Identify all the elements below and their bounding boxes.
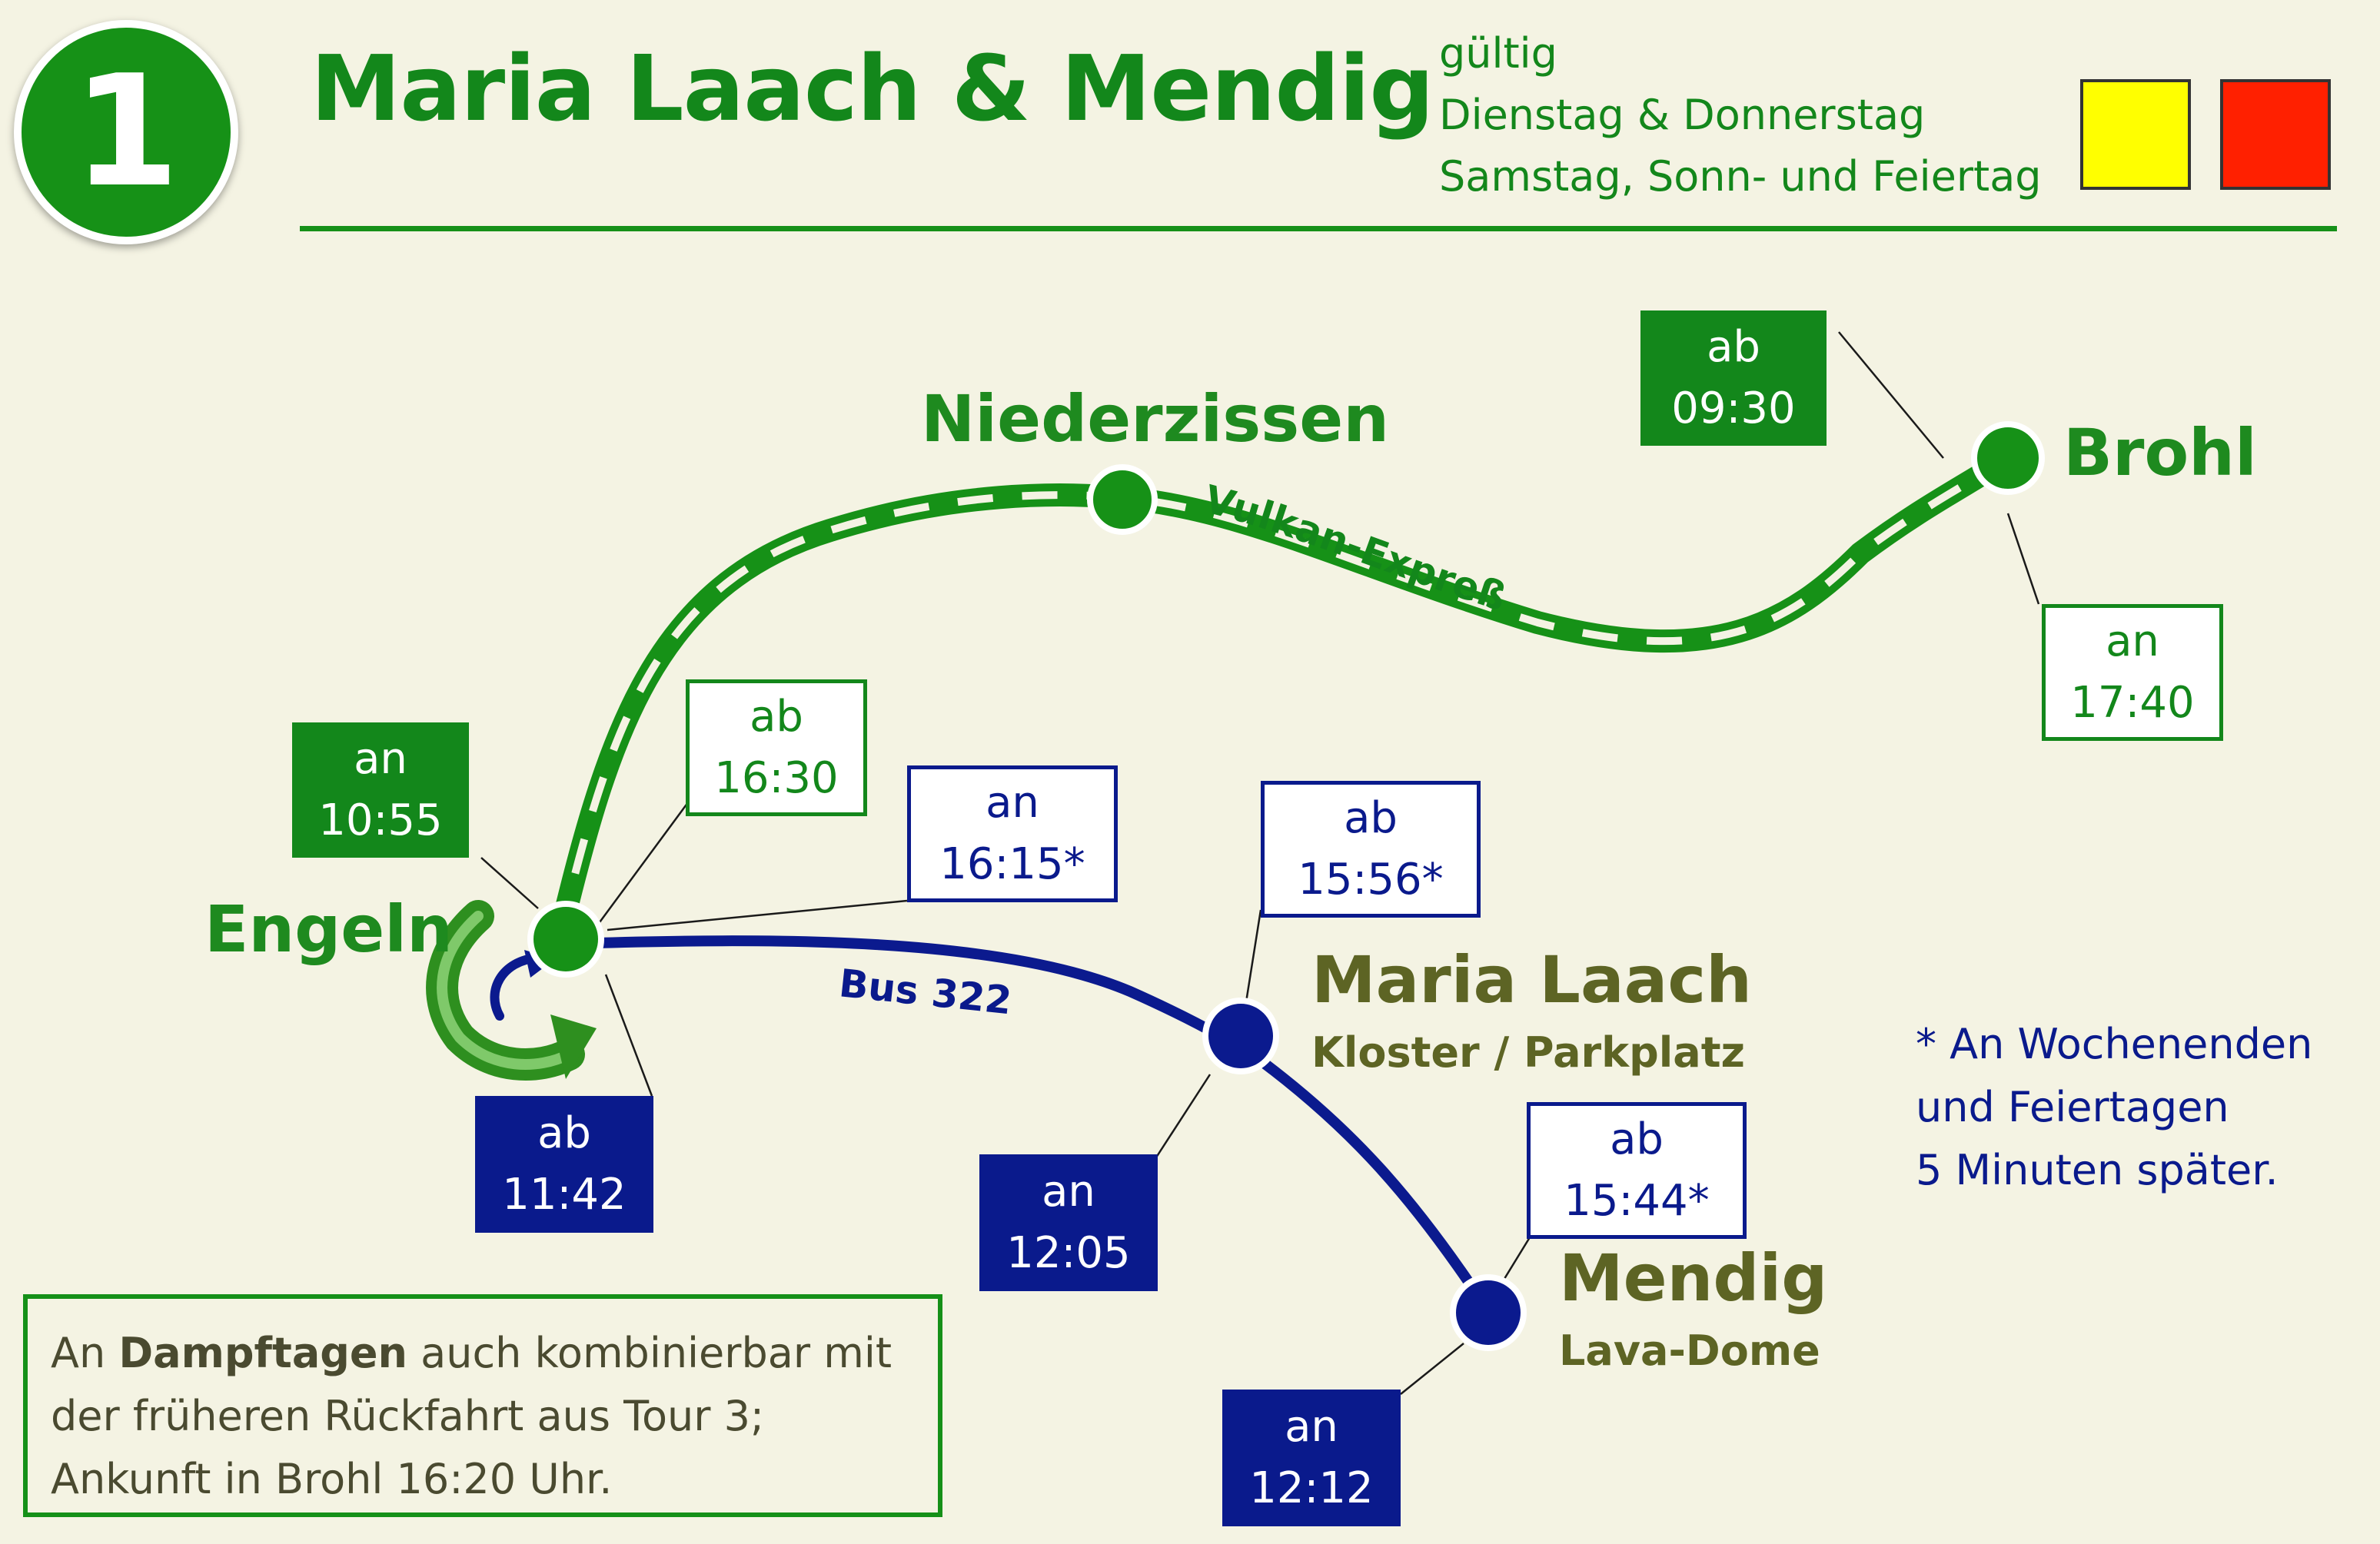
- leader-brohl-ab: [1838, 331, 1944, 459]
- color-swatch-yellow: [2080, 79, 2191, 190]
- time-box-mendig-ab: ab 15:44*: [1527, 1102, 1747, 1239]
- station-dots: [527, 421, 2045, 1351]
- time-box-label: ab: [1610, 1114, 1664, 1164]
- time-box-marialaach-ab: ab 15:56*: [1261, 781, 1481, 918]
- validity-info: gültig Dienstag & Donnerstag Samstag, So…: [1439, 23, 2042, 208]
- green-turn-arrow-highlight: [437, 911, 574, 1070]
- station-dot-niederzissen: [1087, 464, 1158, 535]
- rail-line-label: Vulkan-Expreß: [1200, 477, 1512, 620]
- time-box-time: 09:30: [1671, 384, 1796, 433]
- station-dot-maria-laach: [1202, 998, 1279, 1074]
- time-box-label: an: [986, 778, 1039, 828]
- color-swatch-red: [2220, 79, 2331, 190]
- time-box-brohl-an: an 17:40: [2042, 604, 2223, 741]
- time-box-time: 11:42: [502, 1170, 627, 1220]
- tour-number: 1: [72, 42, 180, 221]
- leader-mendig-ab: [1499, 1237, 1531, 1286]
- time-box-engeln-ab-bus: ab 11:42: [475, 1096, 653, 1233]
- weekend-footnote: * An Wochenenden und Feiertagen 5 Minute…: [1916, 1013, 2312, 1202]
- page-title: Maria Laach & Mendig: [311, 35, 1434, 141]
- time-box-label: an: [1042, 1167, 1095, 1217]
- station-label-niederzissen: Niederzissen: [921, 381, 1390, 457]
- time-box-time: 16:30: [714, 753, 839, 803]
- validity-days-weekend: Samstag, Sonn- und Feiertag: [1439, 152, 2042, 201]
- time-box-time: 12:12: [1249, 1463, 1374, 1513]
- station-sublabel-mendig: Lava-Dome: [1559, 1327, 1820, 1375]
- time-box-marialaach-an: an 12:05: [979, 1154, 1158, 1291]
- rail-line-dashes: [556, 454, 2010, 938]
- leader-engeln-ab-rail: [598, 799, 692, 923]
- info-line-2: der früheren Rückfahrt aus Tour 3;: [51, 1392, 765, 1440]
- info-line-1: An Dampftagen auch kombinierbar mit: [51, 1322, 938, 1385]
- leader-brohl-an: [2006, 513, 2040, 605]
- time-box-label: ab: [537, 1108, 591, 1158]
- time-box-label: an: [1285, 1402, 1338, 1452]
- validity-label: gültig: [1439, 29, 1557, 78]
- station-dot-mendig: [1450, 1274, 1527, 1351]
- info-box: An Dampftagen auch kombinierbar mit der …: [23, 1294, 942, 1517]
- leader-mendig-an: [1400, 1343, 1464, 1395]
- station-label-mendig: Mendig: [1559, 1240, 1828, 1316]
- time-box-time: 15:56*: [1298, 855, 1444, 905]
- time-box-time: 15:44*: [1564, 1176, 1710, 1226]
- info-line-3: Ankunft in Brohl 16:20 Uhr.: [51, 1455, 613, 1503]
- time-box-time: 12:05: [1006, 1228, 1131, 1278]
- time-box-mendig-an: an 12:12: [1222, 1390, 1401, 1526]
- time-box-brohl-ab: ab 09:30: [1640, 310, 1827, 446]
- time-box-label: ab: [1344, 793, 1398, 843]
- station-label-brohl: Brohl: [2063, 415, 2257, 490]
- bus-line-label: Bus 322: [837, 961, 1014, 1023]
- station-label-maria-laach: Maria Laach: [1311, 942, 1752, 1018]
- info-prefix: An: [51, 1329, 119, 1377]
- time-box-time: 16:15*: [939, 839, 1085, 889]
- time-box-label: an: [354, 734, 407, 784]
- leader-lines: [480, 331, 2040, 1395]
- time-box-label: ab: [1707, 322, 1760, 372]
- footnote-line-3: 5 Minuten später.: [1916, 1146, 2279, 1194]
- time-box-label: an: [2106, 616, 2159, 666]
- time-box-engeln-an-bus: an 16:15*: [907, 765, 1118, 902]
- green-turn-arrowhead: [550, 1014, 597, 1079]
- info-bold-term: Dampftagen: [118, 1329, 407, 1377]
- header-divider: [300, 226, 2337, 231]
- time-box-label: ab: [750, 692, 803, 742]
- time-box-engeln-ab-rail: ab 16:30: [686, 679, 867, 816]
- leader-marialaach-an: [1155, 1074, 1212, 1158]
- leader-engeln-an-rail: [480, 857, 539, 909]
- leader-marialaach-ab: [1244, 909, 1262, 1008]
- time-box-time: 17:40: [2070, 678, 2195, 728]
- info-line-1-rest: auch kombinierbar mit: [407, 1329, 892, 1377]
- station-label-engeln: Engeln: [204, 892, 453, 967]
- footnote-line-1: * An Wochenenden: [1916, 1020, 2313, 1068]
- bus-line: [563, 935, 1494, 1317]
- leader-engeln-an-bus: [607, 899, 908, 931]
- leader-engeln-ab-bus: [604, 974, 653, 1097]
- validity-days-weekday: Dienstag & Donnerstag: [1439, 91, 1926, 139]
- station-sublabel-maria-laach: Kloster / Parkplatz: [1311, 1028, 1745, 1077]
- time-box-time: 10:55: [318, 795, 443, 845]
- tour-number-badge: 1: [14, 20, 238, 244]
- station-dot-engeln: [527, 901, 604, 978]
- station-dot-brohl: [1971, 421, 2045, 495]
- time-box-engeln-an-rail: an 10:55: [292, 722, 469, 858]
- footnote-line-2: und Feiertagen: [1916, 1083, 2229, 1131]
